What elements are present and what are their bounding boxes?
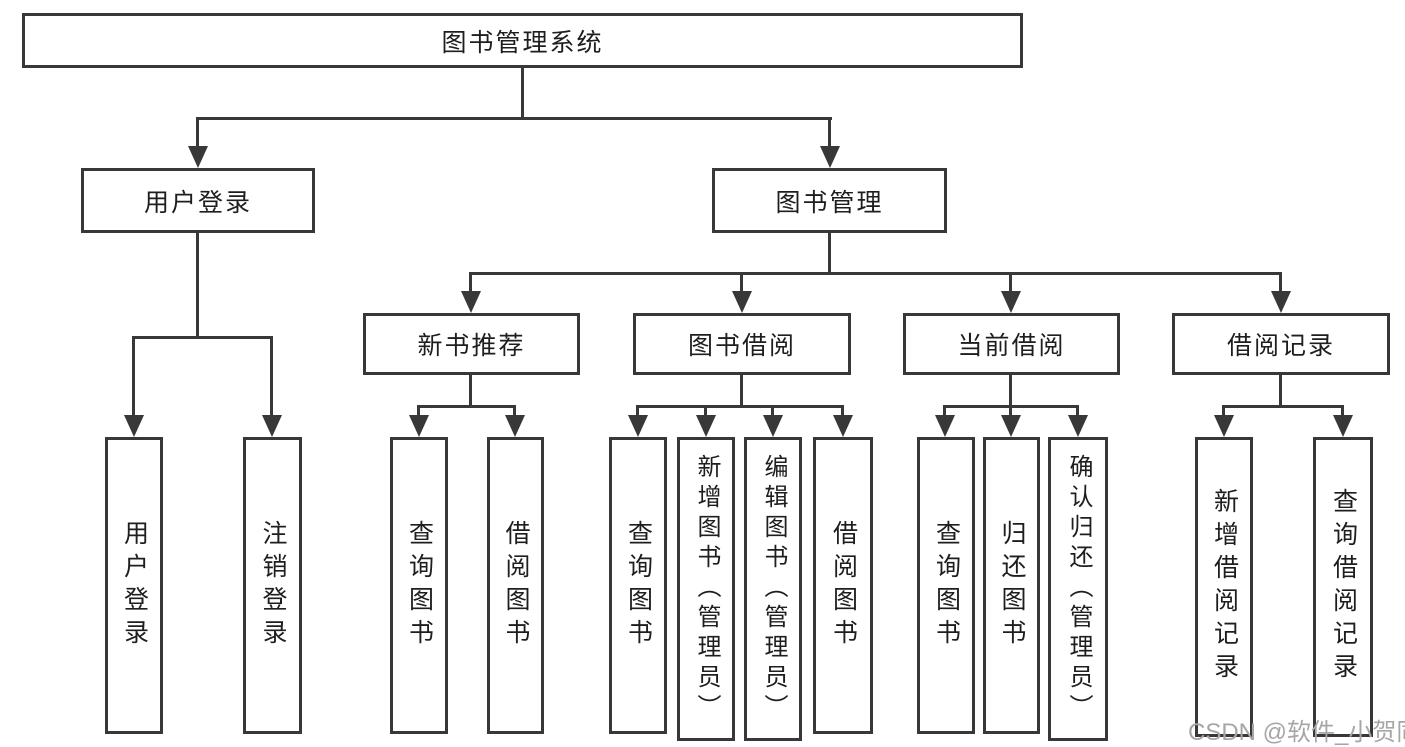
arrowhead-icon	[696, 415, 716, 437]
leaf-record-query-label: 查询借阅记录	[1329, 488, 1358, 686]
leaf-record-add-label: 新增借阅记录	[1210, 488, 1239, 686]
connector-line	[943, 405, 946, 419]
arrowhead-icon	[628, 415, 648, 437]
connector-line	[636, 405, 639, 419]
arrowhead-icon	[732, 291, 752, 313]
leaf-user-login-label: 用户登录	[120, 519, 149, 652]
connector-line	[636, 405, 844, 408]
arrowhead-icon	[1001, 291, 1021, 313]
leaf-newbook-borrow-label: 借阅图书	[502, 519, 530, 652]
arrowhead-icon	[1214, 415, 1234, 437]
csdn-watermark: CSDN @软件_小贺同学	[1188, 719, 1405, 746]
connector-line	[1222, 405, 1344, 408]
connector-line	[1009, 375, 1012, 408]
connector-line	[828, 233, 831, 275]
arrowhead-icon	[1271, 291, 1291, 313]
connector-line	[270, 336, 273, 418]
node-borrow-records: 借阅记录	[1172, 313, 1390, 375]
leaf-borrow-add-admin-label: 新增图书（管理员）	[693, 454, 720, 724]
leaf-record-query: 查询借阅记录	[1313, 437, 1373, 737]
connector-line	[1076, 405, 1079, 419]
arrowhead-icon	[935, 415, 955, 437]
connector-line	[196, 232, 199, 339]
connector-line	[196, 117, 199, 149]
leaf-borrow-edit-admin: 编辑图书（管理员）	[744, 437, 802, 741]
connector-line	[521, 68, 524, 120]
connector-line	[740, 272, 743, 294]
arrowhead-icon	[1068, 415, 1088, 437]
leaf-borrow-book: 借阅图书	[813, 437, 873, 734]
node-current-borrow-label: 当前借阅	[957, 332, 1066, 360]
connector-line	[196, 117, 832, 120]
leaf-borrow-query: 查询图书	[609, 437, 667, 734]
connector-line	[132, 336, 273, 339]
leaf-newbook-query: 查询图书	[390, 437, 448, 734]
node-user-login-label: 用户登录	[143, 188, 252, 217]
leaf-user-login: 用户登录	[105, 437, 163, 734]
leaf-current-confirm-admin: 确认归还（管理员）	[1048, 437, 1108, 741]
arrowhead-icon	[262, 415, 282, 437]
leaf-current-query: 查询图书	[917, 437, 975, 734]
connector-line	[417, 405, 420, 419]
arrowhead-icon	[833, 415, 853, 437]
node-user-login: 用户登录	[81, 168, 315, 233]
leaf-record-add: 新增借阅记录	[1195, 437, 1253, 737]
connector-line	[1222, 405, 1225, 419]
node-book-management-label: 图书管理	[775, 188, 884, 217]
connector-line	[469, 272, 1282, 275]
connector-line	[469, 272, 472, 294]
arrowhead-icon	[461, 291, 481, 313]
leaf-borrow-query-label: 查询图书	[624, 519, 653, 652]
node-book-management: 图书管理	[712, 168, 947, 233]
node-new-book-recommend: 新书推荐	[363, 313, 580, 375]
arrowhead-icon	[188, 146, 208, 168]
arrowhead-icon	[1333, 415, 1353, 437]
arrowhead-icon	[505, 415, 525, 437]
connector-line	[132, 336, 135, 418]
leaf-borrow-book-label: 借阅图书	[829, 519, 858, 652]
connector-line	[513, 405, 516, 419]
node-book-borrow-label: 图书借阅	[687, 332, 796, 360]
arrowhead-icon	[763, 415, 783, 437]
node-root-label: 图书管理系统	[441, 28, 604, 57]
node-current-borrow: 当前借阅	[903, 313, 1120, 375]
connector-line	[1009, 405, 1012, 419]
connector-line	[1341, 405, 1344, 419]
connector-line	[841, 405, 844, 419]
leaf-newbook-borrow: 借阅图书	[487, 437, 544, 734]
connector-line	[1279, 375, 1282, 408]
connector-line	[469, 375, 472, 408]
connector-line	[704, 405, 707, 419]
arrowhead-icon	[820, 146, 840, 168]
arrowhead-icon	[124, 415, 144, 437]
node-root: 图书管理系统	[22, 13, 1023, 68]
leaf-current-return-label: 归还图书	[998, 519, 1026, 652]
leaf-borrow-add-admin: 新增图书（管理员）	[677, 437, 735, 741]
arrowhead-icon	[409, 415, 429, 437]
leaf-current-confirm-admin-label: 确认归还（管理员）	[1065, 454, 1092, 724]
connector-line	[1279, 272, 1282, 294]
connector-line	[828, 117, 831, 149]
node-new-book-recommend-label: 新书推荐	[417, 332, 526, 360]
leaf-logout: 注销登录	[243, 437, 302, 734]
leaf-logout-label: 注销登录	[259, 519, 287, 652]
connector-line	[1009, 272, 1012, 294]
connector-line	[771, 405, 774, 419]
leaf-current-return: 归还图书	[983, 437, 1040, 734]
arrowhead-icon	[1001, 415, 1021, 437]
node-book-borrow: 图书借阅	[633, 313, 851, 375]
connector-line	[417, 405, 516, 408]
node-borrow-records-label: 借阅记录	[1226, 332, 1335, 360]
leaf-borrow-edit-admin-label: 编辑图书（管理员）	[760, 454, 787, 724]
leaf-current-query-label: 查询图书	[932, 519, 961, 652]
leaf-newbook-query-label: 查询图书	[405, 519, 434, 652]
connector-line	[740, 375, 743, 408]
